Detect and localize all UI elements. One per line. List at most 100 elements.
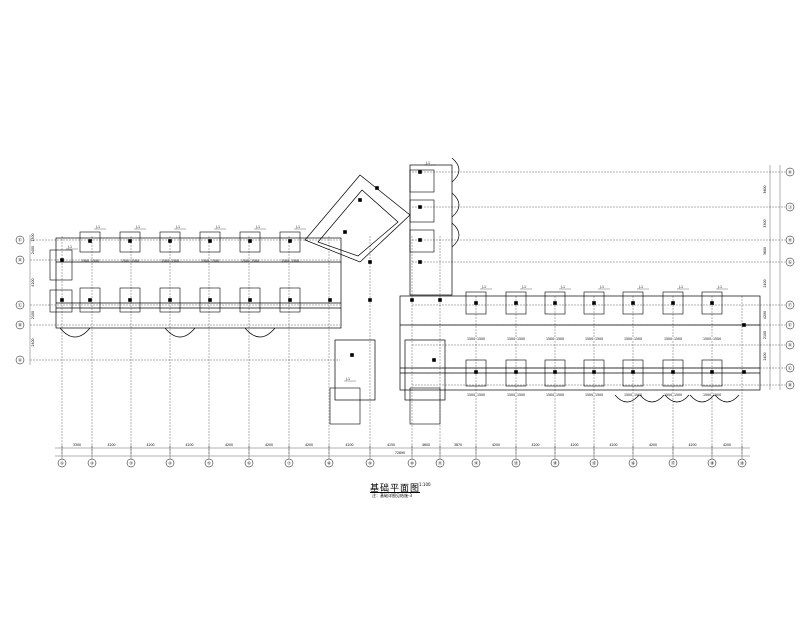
footing xyxy=(622,291,644,315)
footing-size-text: 1500 xyxy=(595,393,603,397)
axis-bubble xyxy=(785,257,795,267)
footing-size-text: 1500 xyxy=(703,393,711,397)
dimension-text: 4200 xyxy=(305,443,313,447)
axis-bubble xyxy=(589,458,599,468)
column xyxy=(88,298,92,302)
footing-size-text: 1500 xyxy=(556,337,564,341)
axis-bubble xyxy=(471,458,481,468)
axis-label: ⑥ xyxy=(247,461,251,466)
column xyxy=(514,370,518,374)
footing-size-text: 1500 xyxy=(517,393,525,397)
dimension-text: 2100 xyxy=(763,331,767,339)
column xyxy=(474,370,478,374)
axis-bubble xyxy=(785,202,795,212)
dimension-text: 4200 xyxy=(345,443,353,447)
footing-size-text: 1500 xyxy=(634,337,642,341)
footing-size-text: 1500 xyxy=(546,337,554,341)
footing xyxy=(662,291,684,315)
dimension-text: 2400 xyxy=(763,352,767,360)
footing-size-text: 1500 xyxy=(291,259,299,263)
dimension-text: 4150 xyxy=(387,443,395,447)
axis-label: Ⓔ xyxy=(788,322,792,328)
footing-size-text: 1500 xyxy=(595,337,603,341)
axis-label: ⑤ xyxy=(207,461,211,466)
axis-bubble xyxy=(324,458,334,468)
column xyxy=(248,239,252,243)
column xyxy=(418,205,422,209)
bay-window-arc xyxy=(664,394,690,403)
dimension-text: 4200 xyxy=(146,443,154,447)
axis-label: Ⓔ xyxy=(18,237,22,243)
footing-tag: J-1 xyxy=(175,225,180,229)
axis-label: ⑪ xyxy=(438,460,442,466)
axis-label: ⑧ xyxy=(327,461,331,466)
footing-size-text: 1500 xyxy=(556,393,564,397)
footing-size-text: 1500 xyxy=(211,259,219,263)
axis-bubble xyxy=(165,458,175,468)
dimension-text: 4200 xyxy=(763,311,767,319)
footing-tag: J-1 xyxy=(599,285,604,289)
dimension-text: 2400 xyxy=(31,246,35,254)
axis-bubble xyxy=(126,458,136,468)
column xyxy=(343,230,347,234)
column xyxy=(248,298,252,302)
column xyxy=(631,370,635,374)
axis-label: Ⓓ xyxy=(788,342,792,348)
footing-size-text: 1500 xyxy=(251,259,259,263)
column xyxy=(742,370,746,374)
footing-tag: J-1 xyxy=(345,377,350,381)
column xyxy=(474,301,478,305)
column xyxy=(418,238,422,242)
footing xyxy=(465,359,487,387)
footing-tag: J-1 xyxy=(67,245,72,249)
axis-label: ⑨ xyxy=(368,461,372,466)
footing xyxy=(544,359,566,387)
axis-bubble xyxy=(365,458,375,468)
axis-bubble xyxy=(785,320,795,330)
footing xyxy=(544,291,566,315)
left-wing-outline xyxy=(55,237,342,329)
footing-size-text: 1500 xyxy=(585,337,593,341)
bay-window-arc xyxy=(714,394,740,403)
dimension-text: 4200 xyxy=(688,443,696,447)
footing-size-text: 1500 xyxy=(664,393,672,397)
footing-tag: J-1 xyxy=(135,225,140,229)
column xyxy=(128,298,132,302)
footing-size-text: 1500 xyxy=(713,393,721,397)
dimension-text: 2400 xyxy=(31,338,35,346)
dimension-text: 4200 xyxy=(649,443,657,447)
bay-window-arc xyxy=(164,327,196,338)
column xyxy=(671,370,675,374)
footing-size-text: 1500 xyxy=(91,259,99,263)
footing xyxy=(701,291,723,315)
footing xyxy=(239,231,261,253)
axis-bubble xyxy=(15,300,25,310)
column xyxy=(328,298,332,302)
column xyxy=(358,198,362,202)
axis-bubble xyxy=(707,458,717,468)
footing-size-text: 1500 xyxy=(281,259,289,263)
dimension-text: 4200 xyxy=(570,443,578,447)
dimension-text: 3300 xyxy=(763,219,767,227)
dimension-text: 4200 xyxy=(265,443,273,447)
footing xyxy=(662,359,684,387)
dimension-text: 4200 xyxy=(531,443,539,447)
footing-size-text: 1500 xyxy=(171,259,179,263)
footing-size-text: 1500 xyxy=(674,393,682,397)
footing-size-text: 1500 xyxy=(703,337,711,341)
column xyxy=(60,258,64,262)
axis-label: ⑭ xyxy=(553,460,557,466)
footing-size-text: 1500 xyxy=(674,337,682,341)
right-wing-outline xyxy=(399,295,761,391)
column xyxy=(208,239,212,243)
axis-label: ⑦ xyxy=(287,461,291,466)
column xyxy=(168,298,172,302)
axis-label: ⑱ xyxy=(710,460,714,466)
axis-label: Ⓗ xyxy=(788,237,792,243)
axis-bubble xyxy=(628,458,638,468)
axis-bubble xyxy=(435,458,445,468)
axis-label: Ⓒ xyxy=(788,365,792,371)
axis-label: ⑰ xyxy=(671,460,675,466)
column xyxy=(742,323,746,327)
